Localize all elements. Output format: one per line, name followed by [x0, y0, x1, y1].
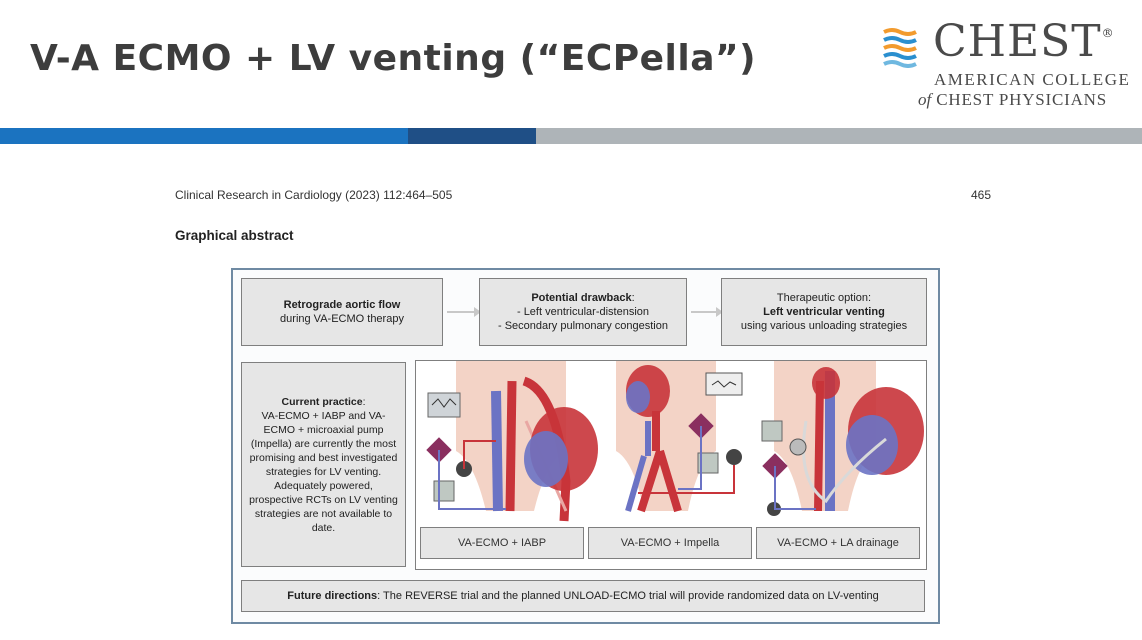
paper-citation: Clinical Research in Cardiology (2023) 1…	[175, 188, 453, 202]
abstract-heading: Graphical abstract	[175, 228, 294, 243]
chest-logo: CHEST® AMERICAN COLLEGE of CHEST PHYSICI…	[878, 16, 1131, 115]
panel-label-la-drainage: VA-ECMO + LA drainage	[756, 527, 920, 559]
logo-wordmark: CHEST®	[933, 16, 1115, 67]
box-therapeutic-option: Therapeutic option: Left ventricular ven…	[721, 278, 927, 346]
illustration-panel: VA-ECMO + IABP VA-ECMO + Impella VA-ECMO…	[415, 360, 927, 570]
iabp-illustration	[426, 361, 598, 522]
logo-line-1: AMERICAN COLLEGE	[934, 70, 1131, 89]
logo-line-2: of CHEST PHYSICIANS	[918, 90, 1107, 109]
paper-page-number: 465	[970, 188, 991, 202]
box-future-directions: Future directions: The REVERSE trial and…	[241, 580, 925, 612]
arrow-2-icon	[691, 307, 723, 317]
paper-header: Clinical Research in Cardiology (2023) 1…	[175, 188, 991, 202]
panel-label-iabp: VA-ECMO + IABP	[420, 527, 584, 559]
box-current-practice: Current practice: VA-ECMO + IABP and VA-…	[241, 362, 406, 567]
slide-title: V-A ECMO + LV venting (“ECPella”)	[30, 38, 757, 79]
impella-illustration	[616, 361, 743, 513]
title-rule-navy	[408, 128, 536, 144]
chest-logo-mark-icon	[883, 28, 917, 68]
arrow-1-icon	[447, 307, 481, 317]
current-practice-body: VA-ECMO + IABP and VA-ECMO + microaxial …	[249, 409, 398, 534]
graphical-abstract: Retrograde aortic flow during VA-ECMO th…	[231, 268, 940, 624]
box-retrograde-flow: Retrograde aortic flow during VA-ECMO th…	[241, 278, 443, 346]
title-rule-blue	[0, 128, 408, 144]
ecmo-illustration	[426, 361, 924, 522]
title-rule-gray	[536, 128, 1142, 144]
box-potential-drawback: Potential drawback: - Left ventricular-d…	[479, 278, 687, 346]
panel-label-impella: VA-ECMO + Impella	[588, 527, 752, 559]
la-drainage-illustration	[761, 361, 924, 516]
